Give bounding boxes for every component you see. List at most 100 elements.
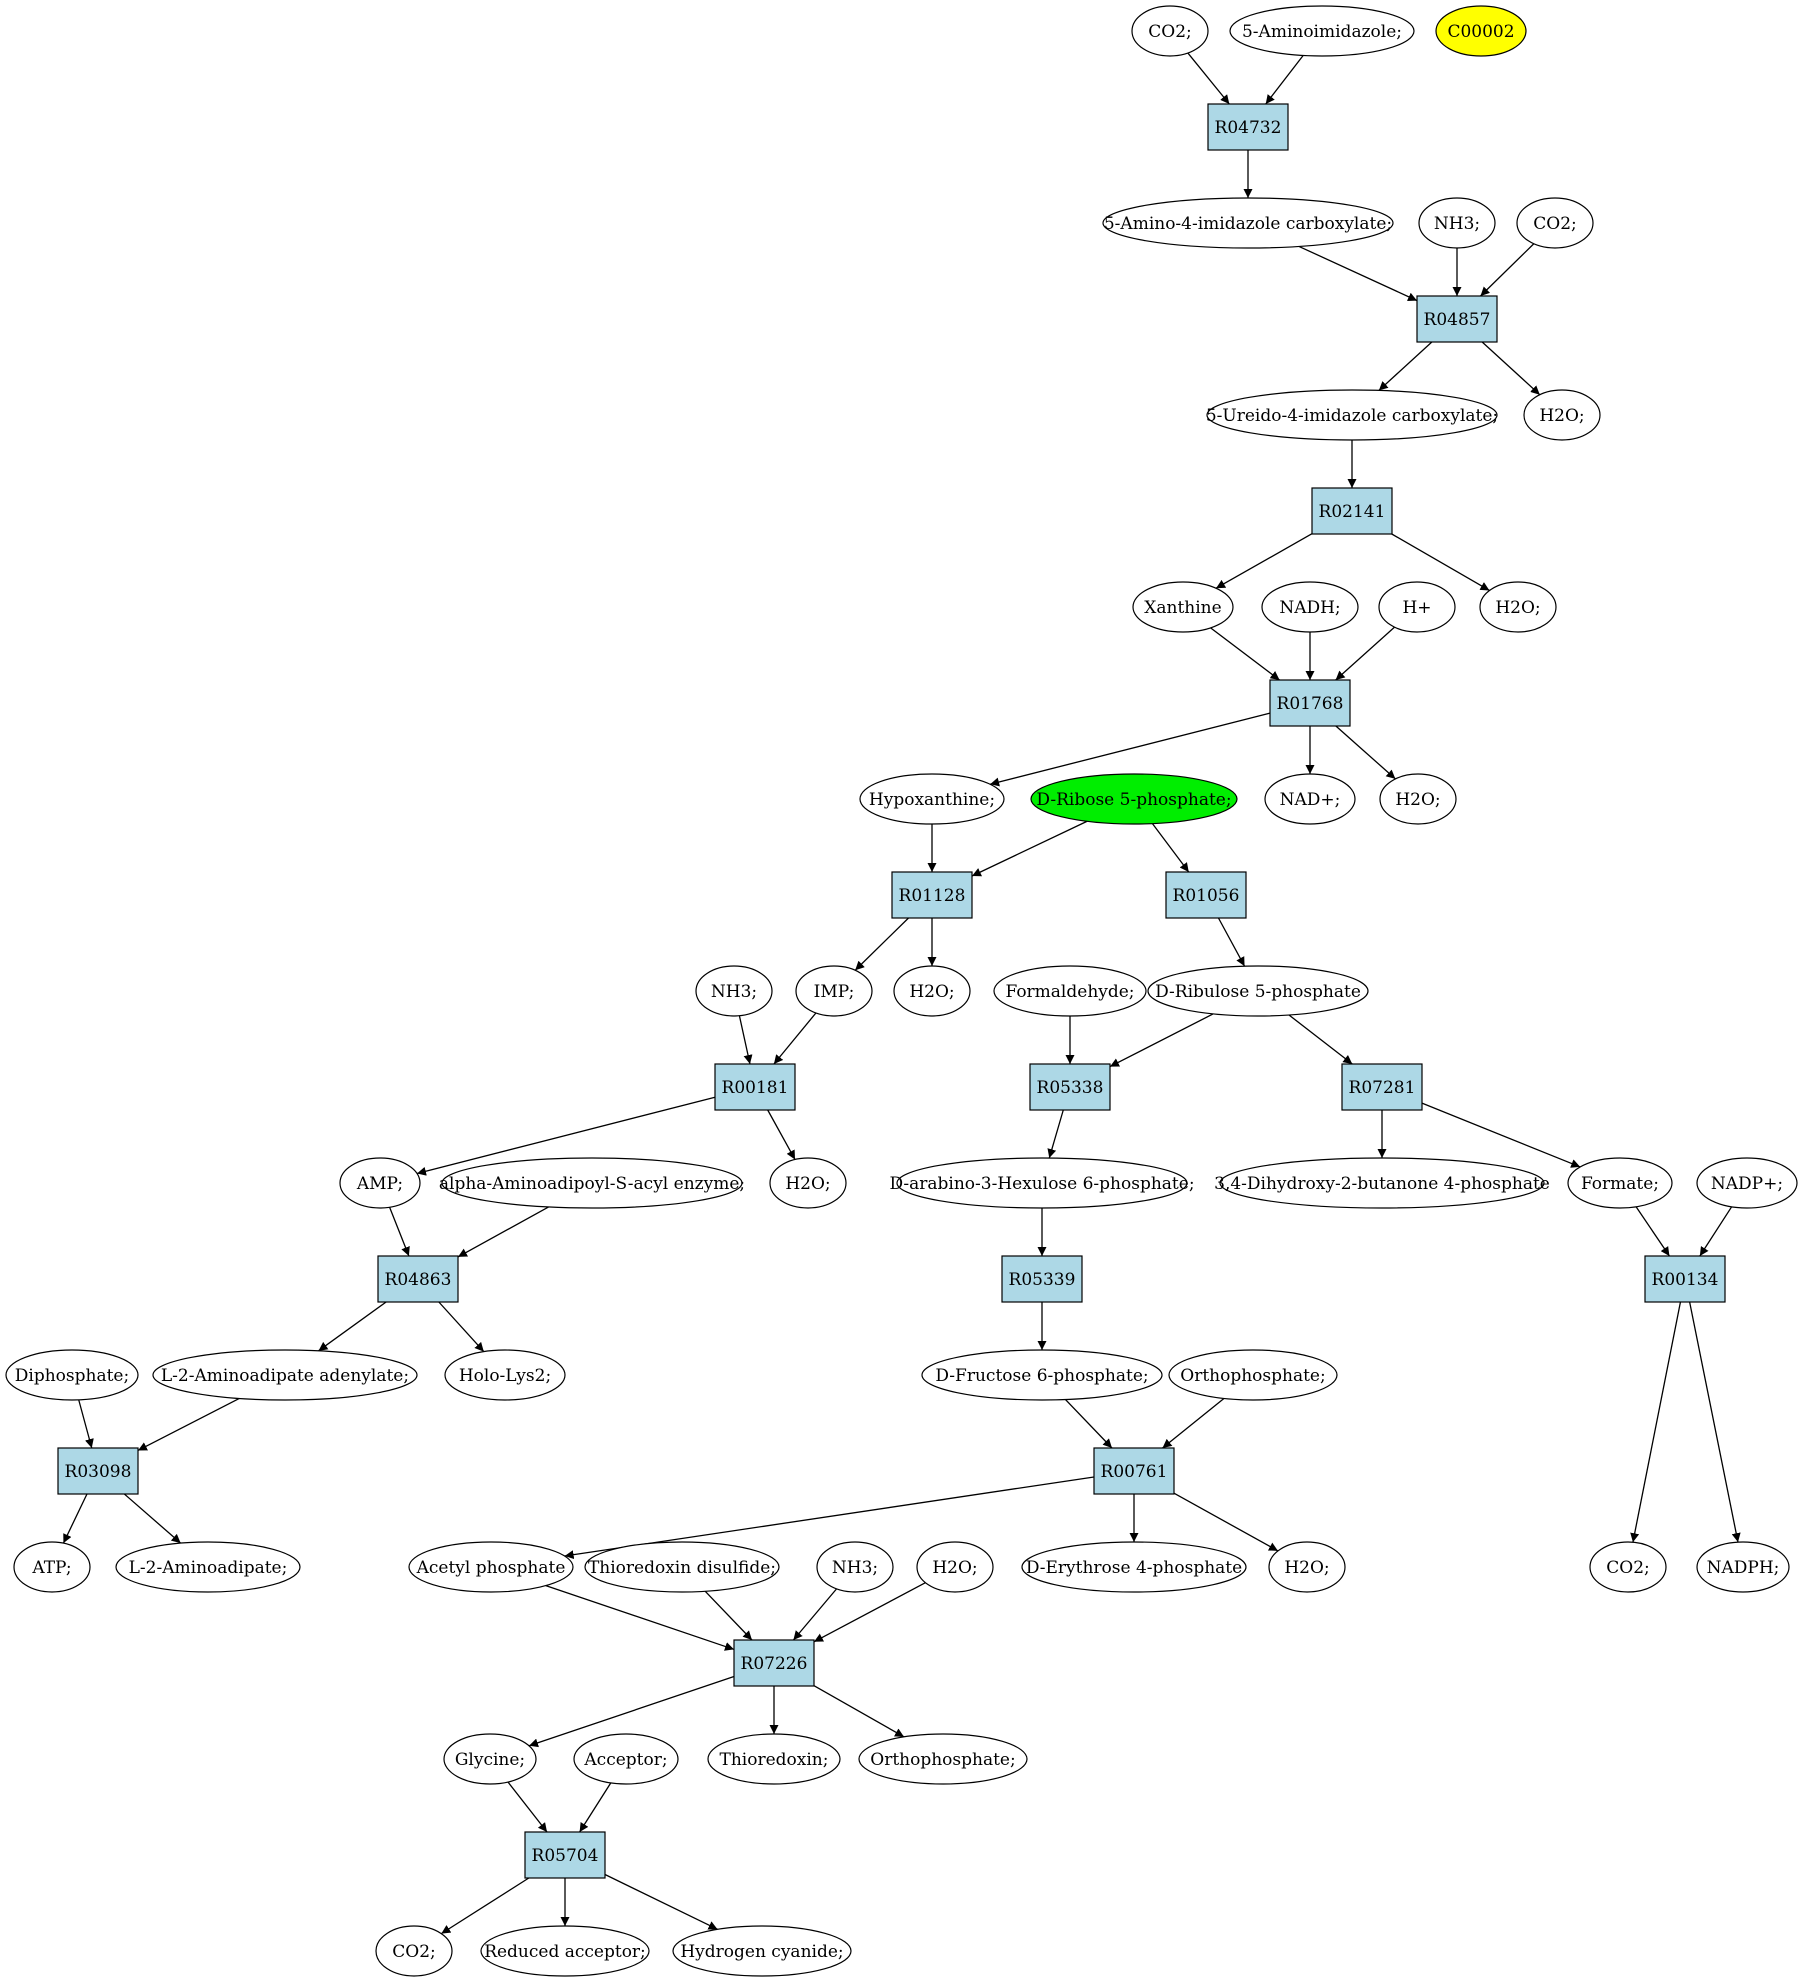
reaction-node-r05338[interactable]: R05338 — [1029, 1063, 1111, 1111]
reaction-label: R02141 — [1319, 502, 1386, 522]
compound-node-erythrose4p[interactable]: D-Erythrose 4-phosphate — [1021, 1541, 1247, 1593]
compound-node-hexulose6p[interactable]: D-arabino-3-Hexulose 6-phosphate; — [889, 1157, 1195, 1209]
compound-node-hplus[interactable]: H+ — [1378, 581, 1456, 633]
compound-node-alpha-aminoadipoyl[interactable]: alpha-Aminoadipoyl-S-acyl enzyme; — [439, 1157, 745, 1209]
compound-node-h2o-b[interactable]: H2O; — [1479, 581, 1557, 633]
compound-node-thioredoxin-disulfide[interactable]: Thioredoxin disulfide; — [584, 1541, 780, 1593]
compound-node-l2-aminoadipate[interactable]: L-2-Aminoadipate; — [115, 1541, 301, 1593]
compound-node-dihydroxybutanone[interactable]: 3,4-Dihydroxy-2-butanone 4-phosphate — [1214, 1157, 1550, 1209]
compound-label: Xanthine — [1144, 598, 1221, 618]
compound-node-h2o-f[interactable]: H2O; — [916, 1541, 994, 1593]
compound-node-ribulose5p[interactable]: D-Ribulose 5-phosphate — [1147, 965, 1369, 1017]
compound-node-h2o-d[interactable]: H2O; — [893, 965, 971, 1017]
compound-node-formate[interactable]: Formate; — [1567, 1157, 1673, 1209]
compound-label: C00002 — [1447, 22, 1514, 42]
compound-node-ribose5p[interactable]: D-Ribose 5-phosphate; — [1030, 773, 1238, 825]
compound-node-ureido-imid-carbox[interactable]: 5-Ureido-4-imidazole carboxylate; — [1206, 389, 1498, 441]
edge-acceptor-to-r05704 — [579, 1782, 612, 1833]
reaction-node-r00181[interactable]: R00181 — [714, 1063, 796, 1111]
compound-node-imp[interactable]: IMP; — [795, 965, 873, 1017]
edge-r05704-to-co2_d — [440, 1877, 530, 1935]
compound-node-nadpplus[interactable]: NADP+; — [1696, 1157, 1798, 1209]
compound-node-nh3-b[interactable]: NH3; — [695, 965, 773, 1017]
reaction-node-r05704[interactable]: R05704 — [524, 1831, 606, 1879]
compound-ellipse — [1219, 1157, 1545, 1209]
compound-node-h2o-e[interactable]: H2O; — [769, 1157, 847, 1209]
compound-label: 5-Amino-4-imidazole carboxylate; — [1104, 214, 1392, 234]
compound-node-aminoimidazole[interactable]: 5-Aminoimidazole; — [1229, 5, 1415, 57]
reaction-box — [1341, 1063, 1423, 1111]
compound-node-hydrogen-cyanide[interactable]: Hydrogen cyanide; — [672, 1925, 852, 1977]
reaction-box — [1001, 1255, 1083, 1303]
compound-ellipse — [1379, 773, 1457, 825]
edge-glycine-to-r05704 — [507, 1781, 548, 1833]
edge-r00181-to-h2o_e — [767, 1109, 796, 1160]
compound-node-xanthine[interactable]: Xanthine — [1132, 581, 1234, 633]
edge-co2_a-to-r04732 — [1187, 52, 1230, 105]
edge-alpha_aminoadipoyl-to-r04863 — [457, 1206, 549, 1258]
compound-node-holo-lys2[interactable]: Holo-Lys2; — [444, 1349, 566, 1401]
reaction-node-r04732[interactable]: R04732 — [1207, 103, 1289, 151]
reaction-box — [1416, 295, 1498, 343]
compound-node-formaldehyde[interactable]: Formaldehyde; — [993, 965, 1147, 1017]
compound-node-h2o-g[interactable]: H2O; — [1268, 1541, 1346, 1593]
compound-node-fructose6p[interactable]: D-Fructose 6-phosphate; — [921, 1349, 1163, 1401]
compound-label: NH3; — [832, 1558, 878, 1578]
reaction-node-r00761[interactable]: R00761 — [1093, 1447, 1175, 1495]
compound-node-nadph[interactable]: NADPH; — [1696, 1541, 1790, 1593]
edge-diphosphate-to-r03098 — [78, 1399, 94, 1449]
compound-node-l2-aminoadipate-adenylate[interactable]: L-2-Aminoadipate adenylate; — [152, 1349, 418, 1401]
compound-node-co2-d[interactable]: CO2; — [375, 1925, 453, 1977]
compound-ellipse — [1479, 581, 1557, 633]
reaction-node-r02141[interactable]: R02141 — [1311, 487, 1393, 535]
compound-label: Hypoxanthine; — [869, 790, 995, 810]
compound-node-c00002[interactable]: C00002 — [1435, 5, 1527, 57]
reaction-node-r03098[interactable]: R03098 — [57, 1447, 139, 1495]
compound-label: Glycine; — [455, 1750, 525, 1770]
compound-label: Thioredoxin disulfide; — [588, 1558, 776, 1578]
compound-node-co2-c[interactable]: CO2; — [1589, 1541, 1667, 1593]
compound-node-acceptor[interactable]: Acceptor; — [573, 1733, 679, 1785]
compound-node-nadh[interactable]: NADH; — [1261, 581, 1359, 633]
reaction-node-r00134[interactable]: R00134 — [1644, 1255, 1726, 1303]
compound-label: NH3; — [711, 982, 757, 1002]
compound-label: NADH; — [1279, 598, 1340, 618]
compound-node-hypoxanthine[interactable]: Hypoxanthine; — [859, 773, 1005, 825]
reaction-node-r04863[interactable]: R04863 — [377, 1255, 459, 1303]
compound-node-diphosphate[interactable]: Diphosphate; — [5, 1349, 139, 1401]
reaction-node-r01056[interactable]: R01056 — [1165, 871, 1247, 919]
reaction-node-r07281[interactable]: R07281 — [1341, 1063, 1423, 1111]
compound-node-atp[interactable]: ATP; — [13, 1541, 91, 1593]
reaction-box — [1029, 1063, 1111, 1111]
compound-node-orthophosphate-a[interactable]: Orthophosphate; — [1168, 1349, 1338, 1401]
reaction-node-r04857[interactable]: R04857 — [1416, 295, 1498, 343]
reaction-node-r01768[interactable]: R01768 — [1269, 679, 1351, 727]
edge-r00134-to-nadph — [1688, 1301, 1741, 1543]
reaction-node-r01128[interactable]: R01128 — [891, 871, 973, 919]
compound-node-orthophosphate-b[interactable]: Orthophosphate; — [858, 1733, 1028, 1785]
compound-ellipse — [672, 1925, 852, 1977]
compound-ellipse — [441, 1157, 743, 1209]
compound-node-reduced-acceptor[interactable]: Reduced acceptor; — [480, 1925, 650, 1977]
reaction-node-r07226[interactable]: R07226 — [733, 1639, 815, 1687]
compound-label: L-2-Aminoadipate; — [129, 1558, 288, 1578]
compound-node-amp[interactable]: AMP; — [339, 1157, 421, 1209]
compound-node-glycine[interactable]: Glycine; — [443, 1733, 537, 1785]
compound-node-thioredoxin[interactable]: Thioredoxin; — [707, 1733, 841, 1785]
compound-node-nh3-c[interactable]: NH3; — [816, 1541, 894, 1593]
compound-node-amino-imid-carbox[interactable]: 5-Amino-4-imidazole carboxylate; — [1102, 197, 1394, 249]
compound-node-nadplus[interactable]: NAD+; — [1264, 773, 1356, 825]
compound-ellipse — [695, 965, 773, 1017]
compound-node-co2-a[interactable]: CO2; — [1131, 5, 1209, 57]
reaction-node-r05339[interactable]: R05339 — [1001, 1255, 1083, 1303]
compound-node-nh3-a[interactable]: NH3; — [1418, 197, 1496, 249]
reaction-box — [1207, 103, 1289, 151]
compound-ellipse — [339, 1157, 421, 1209]
compound-node-h2o-c[interactable]: H2O; — [1379, 773, 1457, 825]
compound-node-acetyl-phosphate[interactable]: Acetyl phosphate — [408, 1541, 574, 1593]
compound-label: NAD+; — [1280, 790, 1341, 810]
compound-label: alpha-Aminoadipoyl-S-acyl enzyme; — [439, 1174, 745, 1194]
compound-ellipse — [573, 1733, 679, 1785]
compound-node-h2o-a[interactable]: H2O; — [1523, 389, 1601, 441]
compound-node-co2-b[interactable]: CO2; — [1516, 197, 1594, 249]
